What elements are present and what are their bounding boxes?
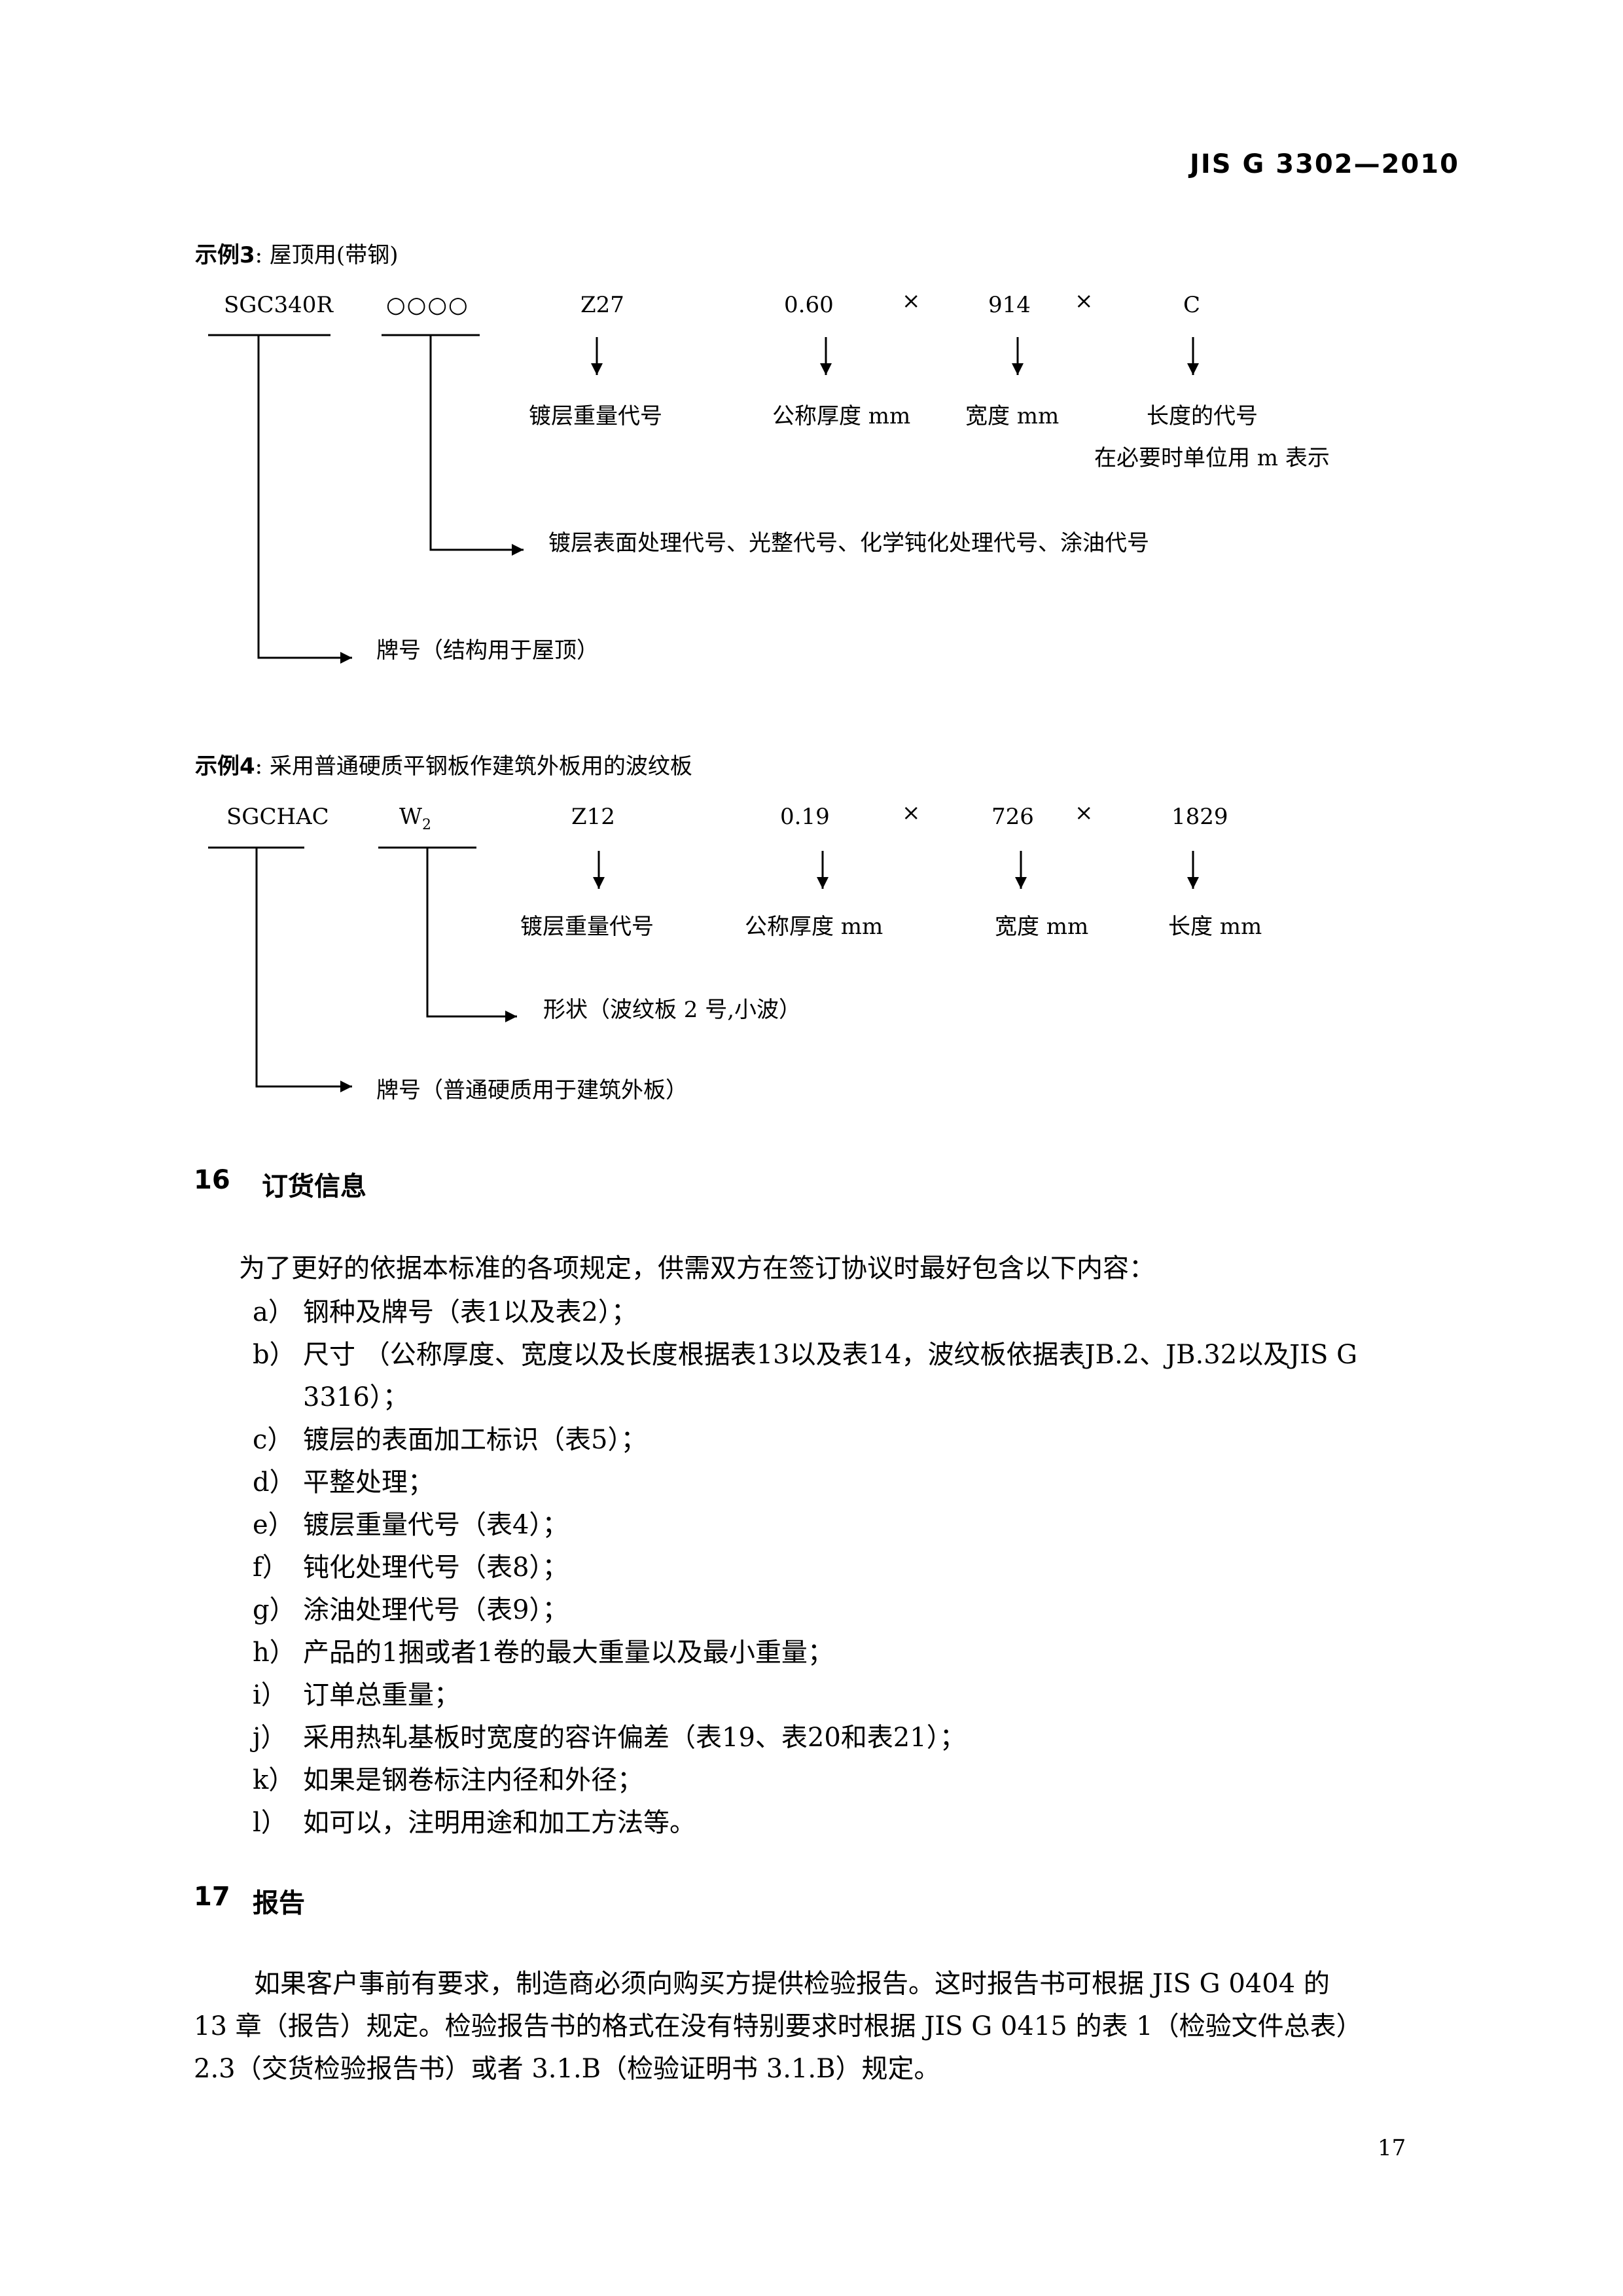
list-item: 平整处理； — [303, 1467, 434, 1498]
section17-line-1: 如果客户事前有要求，制造商必须向购买方提供检验报告。这时报告书可根据 JIS G… — [254, 1969, 1330, 1999]
list-item-marker: e） — [253, 1510, 294, 1540]
page-number: 17 — [1378, 2135, 1406, 2161]
ex4-code-length: 1829 — [1171, 804, 1228, 830]
ex4-code-thickness: 0.19 — [780, 804, 830, 830]
list-item: 钢种及牌号（表1以及表2）； — [303, 1297, 637, 1327]
ex4-label-coating: 镀层重量代号 — [520, 914, 654, 940]
list-item: 钝化处理代号（表8）； — [303, 1552, 569, 1583]
section17-line-3: 2.3（交货检验报告书）或者 3.1.B（检验证明书 3.1.B）规定。 — [194, 2054, 940, 2084]
list-item-marker: j） — [253, 1723, 287, 1753]
list-item-marker: b） — [253, 1340, 296, 1370]
list-item-marker: k） — [253, 1765, 295, 1795]
ex3-label-coating: 镀层重量代号 — [529, 403, 662, 429]
list-item: 镀层重量代号（表4）； — [303, 1510, 569, 1540]
list-item: 涂油处理代号（表9）； — [303, 1595, 569, 1625]
standard-number: JIS G 3302—2010 — [1190, 149, 1459, 179]
list-item-marker: c） — [253, 1425, 294, 1455]
list-item-marker: d） — [253, 1467, 296, 1498]
ex3-code-length: C — [1183, 292, 1201, 318]
example4-title-bold: 示例4 — [195, 753, 255, 780]
ex4-label-width: 宽度 mm — [995, 914, 1089, 940]
ex3-surface-connector — [429, 335, 524, 556]
ex3-code-surface: ○○○○ — [386, 292, 469, 318]
example4-title: 示例4: 采用普通硬质平钢板作建筑外板用的波纹板 — [195, 748, 692, 780]
ex3-label-length: 长度的代号 — [1147, 403, 1258, 429]
ex4-code-coating: Z12 — [571, 804, 615, 830]
section16-title: 订货信息 — [262, 1172, 366, 1202]
ex4-shape-connector — [426, 848, 517, 1022]
ex3-grade-connector — [257, 335, 352, 664]
list-item: 采用热轧基板时宽度的容许偏差（表19、表20和表21）； — [303, 1723, 966, 1753]
list-item-marker: f） — [253, 1552, 289, 1583]
list-item-marker: g） — [253, 1595, 296, 1625]
ex4-label-length: 长度 mm — [1168, 914, 1262, 940]
ex4-label-shape: 形状（波纹板 2 号,小波） — [543, 997, 802, 1023]
ex3-code-coating: Z27 — [580, 292, 624, 318]
list-item-marker: l） — [253, 1808, 287, 1838]
ex4-code-shape: W2 — [399, 804, 431, 833]
list-item-marker: a） — [253, 1297, 294, 1327]
list-item-marker: h） — [253, 1638, 296, 1668]
ex3-times-2: × — [1075, 288, 1094, 314]
section17-number: 17 — [194, 1882, 230, 1912]
section16-number: 16 — [194, 1165, 230, 1195]
ex4-label-grade: 牌号（普通硬质用于建筑外板） — [376, 1077, 688, 1103]
ex4-code-width: 726 — [991, 804, 1034, 830]
ex3-label-surface: 镀层表面处理代号、光整代号、化学钝化处理代号、涂油代号 — [548, 530, 1149, 556]
ex3-label-length-note: 在必要时单位用 m 表示 — [1094, 445, 1330, 471]
ex4-times-1: × — [902, 800, 921, 826]
ex4-label-thickness: 公称厚度 mm — [745, 914, 883, 940]
ex4-grade-connector — [255, 848, 352, 1092]
example3-title-bold: 示例3 — [195, 242, 255, 268]
example3-title-rest: : 屋顶用(带钢) — [255, 242, 399, 268]
ex4-code-shape-letter: W — [399, 804, 422, 830]
ex3-label-width: 宽度 mm — [965, 403, 1060, 429]
ex4-code-shape-sub: 2 — [421, 816, 431, 833]
list-item: 如果是钢卷标注内径和外径； — [303, 1765, 643, 1795]
ex3-label-thickness: 公称厚度 mm — [772, 403, 911, 429]
ex3-code-grade: SGC340R — [224, 292, 333, 318]
list-item-marker: i） — [253, 1680, 287, 1710]
ex4-times-2: × — [1075, 800, 1094, 826]
example4-title-rest: : 采用普通硬质平钢板作建筑外板用的波纹板 — [255, 753, 692, 780]
list-item: 尺寸 （公称厚度、宽度以及长度根据表13以及表14，波纹板依据表JB.2、JB.… — [303, 1340, 1358, 1370]
list-item: 镀层的表面加工标识（表5）； — [303, 1425, 647, 1455]
ex4-code-grade: SGCHAC — [226, 804, 329, 830]
ex3-times-1: × — [902, 288, 921, 314]
list-item-continuation: 3316）； — [303, 1382, 409, 1412]
list-item: 订单总重量； — [303, 1680, 460, 1710]
ex3-code-thickness: 0.60 — [784, 292, 834, 318]
ex3-label-grade: 牌号（结构用于屋顶） — [376, 637, 599, 664]
section16-intro: 为了更好的依据本标准的各项规定，供需双方在签订协议时最好包含以下内容： — [239, 1253, 1155, 1283]
list-item: 如可以，注明用途和加工方法等。 — [303, 1808, 696, 1838]
list-item: 产品的1捆或者1卷的最大重量以及最小重量； — [303, 1638, 834, 1668]
section17-line-2: 13 章（报告）规定。检验报告书的格式在没有特别要求时根据 JIS G 0415… — [194, 2011, 1363, 2041]
example3-title: 示例3: 屋顶用(带钢) — [195, 237, 398, 269]
section17-title: 报告 — [253, 1888, 305, 1918]
ex3-code-width: 914 — [988, 292, 1031, 318]
